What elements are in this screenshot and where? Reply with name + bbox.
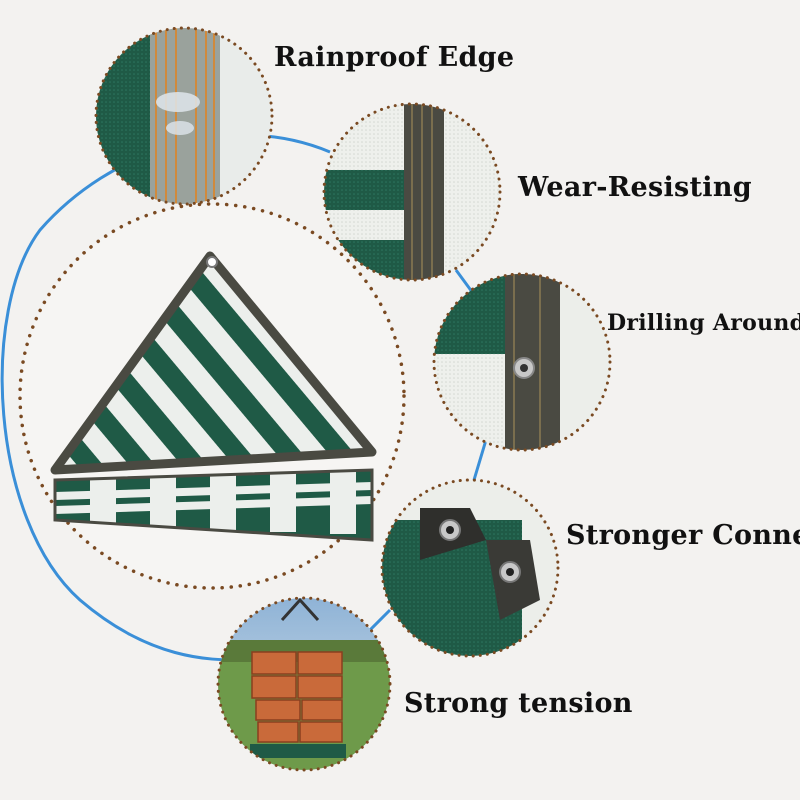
feature-label-rainproof-edge: Rainproof Edge	[274, 42, 515, 73]
detail-stronger-conner	[380, 478, 560, 658]
detail-wear-resisting	[322, 102, 502, 282]
main-product-circle	[18, 202, 406, 590]
feature-label-drilling-around: Drilling Around	[607, 310, 800, 336]
feature-label-strong-tension: Strong tension	[404, 688, 633, 719]
detail-drilling-around	[432, 272, 612, 452]
detail-strong-tension	[216, 596, 392, 772]
detail-rainproof-edge	[94, 26, 274, 206]
feature-label-wear-resisting: Wear-Resisting	[518, 172, 752, 203]
arc-segment-3	[472, 439, 488, 481]
feature-label-stronger-conner: Stronger Conner	[566, 520, 800, 551]
